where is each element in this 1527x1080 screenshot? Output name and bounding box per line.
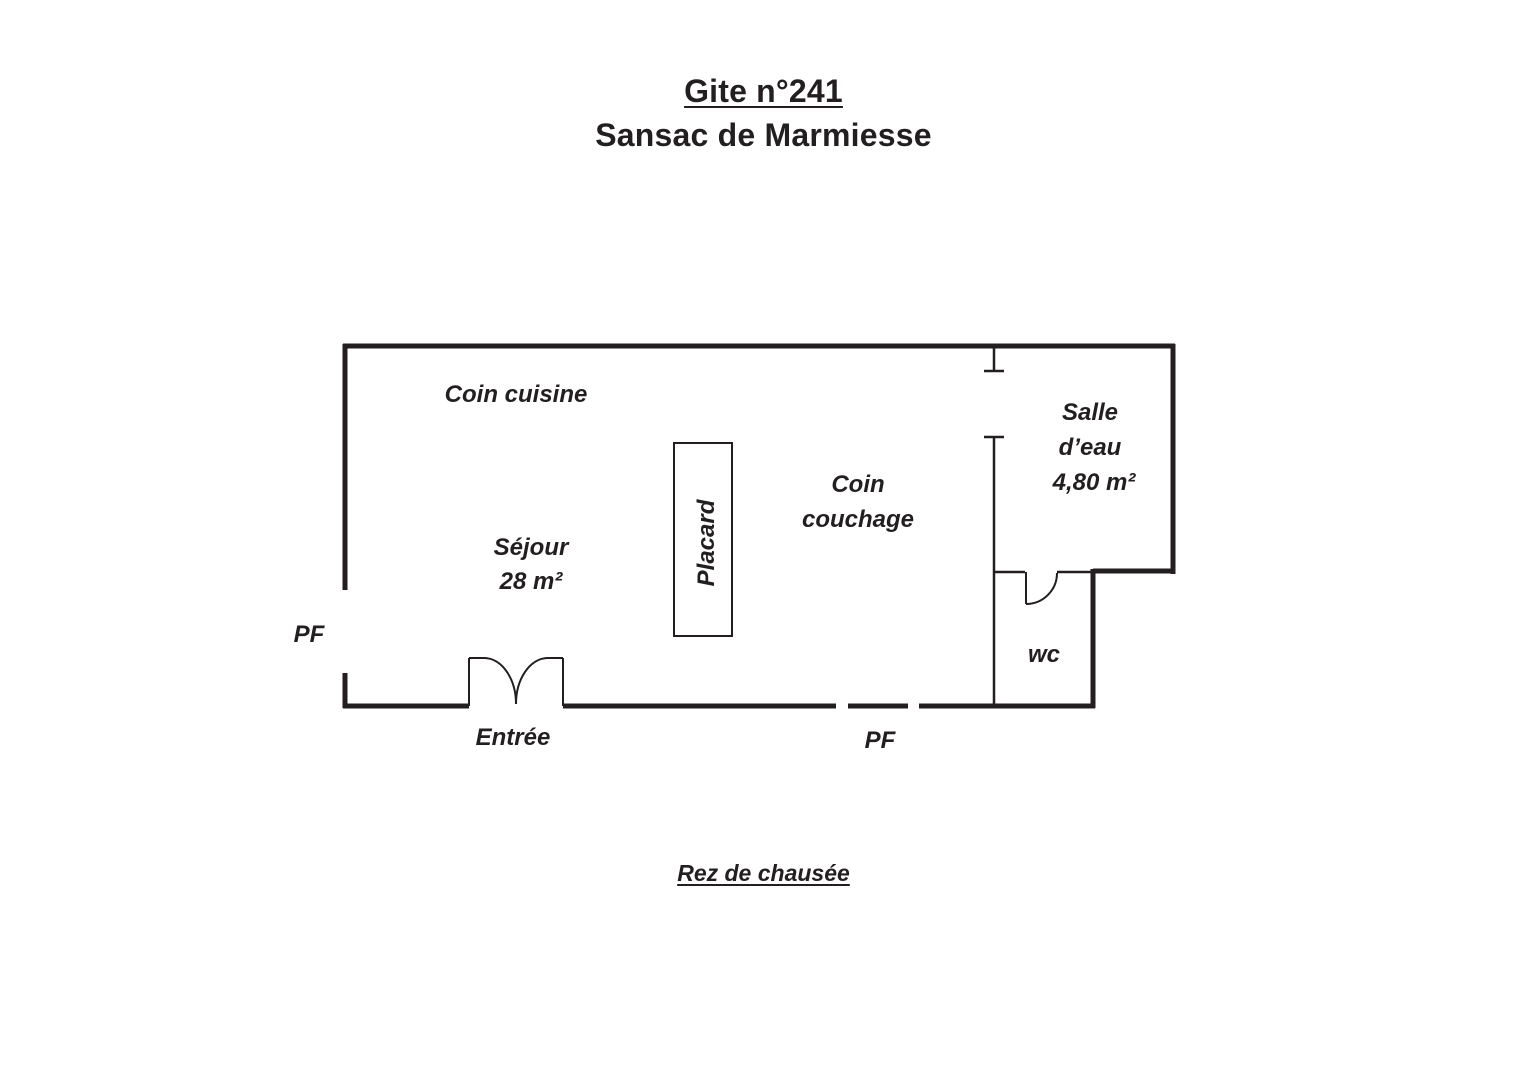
label-sejour-name: Séjour [494,534,570,561]
entrance-door-swing-right [515,657,548,705]
label-salle-deau-1: Salle [1062,399,1118,426]
floor-level-caption: Rez de chausée [677,860,850,886]
label-pf-bottom: PF [865,727,897,754]
label-pf-left: PF [294,621,326,648]
label-entree: Entrée [476,724,551,751]
plan-title: Gite n°241 [684,73,843,109]
label-sejour-area: 28 m² [499,568,564,595]
label-coin-couchage-1: Coin [831,471,884,498]
label-salle-deau-2: d’eau [1059,434,1122,461]
placard-box [673,442,733,637]
plan-subtitle: Sansac de Marmiesse [595,117,932,153]
wc-door-swing [1025,572,1058,605]
label-coin-cuisine: Coin cuisine [445,381,588,408]
label-placard: Placard [693,498,720,586]
entrance-door-swing-left [484,657,517,705]
label-wc: wc [1028,641,1060,668]
label-coin-couchage-2: couchage [802,506,914,533]
label-salle-deau-area: 4,80 m² [1052,469,1137,496]
